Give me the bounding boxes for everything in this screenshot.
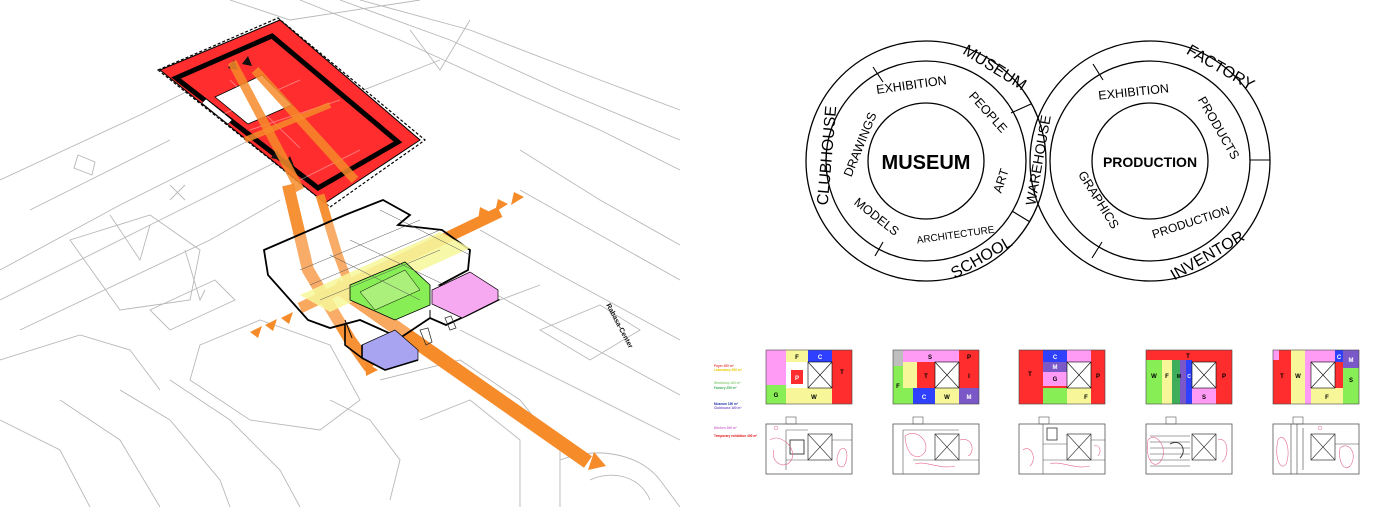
inner-label-products: PRODUCTS — [1195, 94, 1242, 162]
outer-label-clubhouse: CLUBHOUSE — [815, 105, 841, 206]
plan1-letter-t: T — [840, 370, 844, 376]
plan3-letter-m: M — [1053, 365, 1058, 371]
axonometric-view: Rabasa-Center — [0, 0, 681, 507]
plan2-letter-p: P — [967, 355, 971, 361]
roof-beam-2 — [251, 66, 359, 184]
pink-zone — [431, 271, 499, 319]
plan2-letter-c: C — [922, 395, 927, 401]
inner-label-exhibition-2: EXHIBITION — [1098, 81, 1170, 102]
program-venn: MUSEUM EXHIBITION PEOPLE ART ARCHITECTUR… — [805, 40, 1271, 284]
building-volume — [263, 199, 501, 371]
legend-foyer: Foyer 200 m² — [714, 364, 734, 368]
plan2-letter-s: S — [928, 355, 932, 361]
plan-5: T W C M S F — [1272, 349, 1360, 405]
arrow-head-sw-3 — [281, 312, 293, 324]
legend-clubhouse: Clubhouse 160 m² — [714, 406, 741, 410]
line-plan-5 — [1272, 416, 1360, 475]
line-plan-3 — [1018, 416, 1106, 475]
plan3-letter-p: P — [1096, 374, 1100, 380]
inner-label-models: MODELS — [851, 195, 901, 239]
inner-label-exhibition: EXHIBITION — [875, 73, 947, 97]
colored-plans: F C P T G W S P T I F — [765, 349, 1360, 405]
outer-label-museum: MUSEUM — [960, 42, 1029, 94]
roof-beam-3 — [243, 102, 332, 143]
legend-temporary-exhibition: Temporary exhibition 400 m² — [714, 434, 757, 438]
arrow-head-s — [365, 362, 378, 376]
plan4-letter-w: W — [1151, 374, 1157, 380]
arrow-head-sw-2 — [265, 319, 277, 331]
legend-museum: Museum 150 m² — [714, 402, 738, 406]
plan5-letter-c: C — [1337, 355, 1342, 361]
plan2-letter-t: T — [924, 374, 928, 380]
program-legend: Foyer 200 m² Laboratory 350 m² Workshop … — [714, 364, 757, 438]
plan-1: F C P T G W — [765, 349, 853, 405]
plan-3: C M T P G F — [1018, 349, 1106, 405]
plan4-letter-t: T — [1186, 354, 1190, 360]
plan-4: T W F M C P S — [1145, 349, 1233, 405]
right-venn: PRODUCTION EXHIBITION PRODUCTS PRODUCTIO… — [1029, 40, 1271, 284]
plan2-letter-i: I — [968, 374, 970, 380]
legend-workshop: Workshop 160 m² — [714, 381, 741, 385]
plan4-letter-f: F — [1165, 374, 1169, 380]
diagonal-beam — [330, 279, 593, 468]
legend-kitchen: Kitchen 160 m² — [714, 426, 737, 430]
plan3-letter-f: F — [1084, 395, 1088, 401]
outer-label-factory: FACTORY — [1184, 42, 1258, 94]
shared-label-warehouse: WAREHOUSE — [1022, 114, 1054, 207]
site-context-lines — [0, 0, 681, 507]
inner-label-art: ART — [991, 166, 1012, 194]
plan2-letter-f: F — [896, 384, 900, 390]
plan3-letter-g: G — [1053, 377, 1058, 383]
left-center-label: MUSEUM — [882, 152, 971, 174]
plan-2: S P T I F C W M — [892, 349, 980, 405]
left-venn: MUSEUM EXHIBITION PEOPLE ART ARCHITECTUR… — [805, 40, 1047, 283]
plan4-letter-c: C — [1187, 374, 1191, 380]
plan5-letter-w: W — [1295, 374, 1301, 380]
plan2-letter-m: M — [967, 395, 972, 401]
plan1-letter-g: G — [774, 393, 779, 399]
plan4-letter-p: P — [1222, 374, 1226, 380]
plan5-letter-f: F — [1325, 395, 1329, 401]
inner-label-production: PRODUCTION — [1150, 203, 1231, 241]
inner-label-people: PEOPLE — [966, 89, 1010, 136]
plan5-letter-t: T — [1280, 374, 1284, 380]
plan1-letter-c: C — [818, 355, 823, 361]
plan3-letter-c: C — [1053, 355, 1058, 361]
arrow-head-sw-1 — [250, 326, 262, 338]
plan1-letter-p: P — [795, 376, 799, 382]
arrow-head-se — [588, 452, 606, 470]
plan1-letter-f: F — [795, 355, 799, 361]
legend-factory: Factory 250 m² — [714, 386, 737, 390]
plan4-letter-s: S — [1202, 395, 1206, 401]
plan1-letter-w: W — [811, 395, 817, 401]
line-plan-4 — [1145, 416, 1233, 475]
roof-beam-1 — [228, 59, 304, 193]
inner-label-drawings: DRAWINGS — [841, 110, 880, 179]
line-plan-2 — [892, 416, 980, 475]
legend-laboratory: Laboratory 350 m² — [714, 368, 742, 372]
outer-label-school: SCHOOL — [948, 234, 1015, 283]
plan2-letter-w: W — [944, 395, 950, 401]
plan3-letter-t: T — [1028, 372, 1032, 378]
plan5-letter-m: M — [1349, 358, 1354, 364]
line-plan-1 — [765, 416, 853, 475]
arrow-head-ne-3 — [511, 192, 524, 205]
arrow-head-ne-2 — [495, 199, 508, 212]
plan5-letter-s: S — [1349, 378, 1353, 384]
arrow-head-ne-1 — [478, 207, 490, 220]
inner-label-graphics: GRAPHICS — [1075, 168, 1121, 231]
line-plans — [765, 416, 1360, 475]
right-center-label: PRODUCTION — [1103, 154, 1197, 170]
plan4-letter-m: M — [1177, 374, 1181, 380]
